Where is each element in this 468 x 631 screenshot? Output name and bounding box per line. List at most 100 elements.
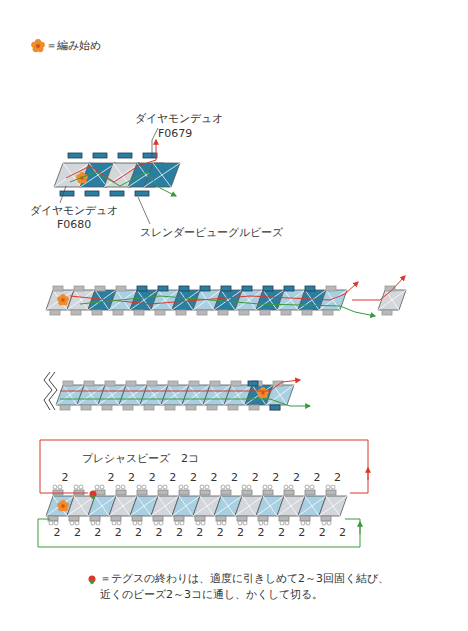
diamond-duo-bead: [144, 163, 180, 187]
bead-facet: [319, 496, 347, 516]
bugle-bead: [321, 516, 331, 521]
callout-number: 2: [297, 526, 306, 540]
bugle-bead: [179, 490, 189, 495]
callout-number: 2: [251, 471, 260, 485]
precious-bead: [268, 485, 272, 489]
precious-bead: [58, 485, 62, 489]
bugle-bead: [284, 286, 294, 291]
bugle-bead: [68, 153, 82, 158]
bugle-bead: [197, 310, 207, 315]
bugle-bead: [248, 381, 258, 386]
bugle-bead: [179, 286, 189, 291]
precious-bead: [301, 521, 305, 525]
precious-bead: [263, 485, 267, 489]
flower-center: [36, 44, 40, 48]
leader-line: [152, 128, 158, 140]
precious-bead: [100, 485, 104, 489]
bugle-bead: [95, 286, 105, 291]
bead-illustration: [31, 39, 406, 584]
bugle-bead: [263, 490, 273, 495]
callout-number: 2: [107, 471, 116, 485]
callout-number: 2: [277, 526, 286, 540]
precious-bead: [331, 485, 335, 489]
callout-number: 2: [195, 526, 204, 540]
precious-bead: [247, 485, 251, 489]
part-label: ダイヤモンデュオ: [30, 204, 118, 218]
callout-number: 2: [148, 471, 157, 485]
precious-bead: [79, 485, 83, 489]
bugle-bead: [382, 310, 392, 315]
precious-bead: [226, 485, 230, 489]
callout-number: 2: [210, 471, 219, 485]
callout-number: 2: [168, 471, 177, 485]
bugle-bead: [221, 286, 231, 291]
bugle-bead: [95, 490, 105, 495]
precious-bead: [217, 521, 221, 525]
flower-center: [61, 298, 65, 302]
bead-outline: [144, 163, 180, 187]
callout-number: 2: [271, 471, 280, 485]
precious-bead: [243, 521, 247, 525]
bead-outline: [378, 290, 406, 310]
callout-number: 2: [318, 526, 327, 540]
precious-bead: [222, 521, 226, 525]
bugle-bead: [237, 516, 247, 521]
thread-line: [38, 519, 360, 547]
callout-number: 2: [333, 471, 342, 485]
bugle-bead: [135, 191, 149, 196]
bugle-bead: [102, 405, 112, 410]
bugle-bead: [176, 310, 186, 315]
bugle-bead: [60, 191, 74, 196]
bugle-bead: [134, 310, 144, 315]
precious-bead: [305, 485, 309, 489]
precious-bead: [242, 485, 246, 489]
bugle-bead: [137, 286, 147, 291]
bugle-bead: [90, 516, 100, 521]
precious-bead: [117, 521, 121, 525]
bugle-bead: [118, 153, 132, 158]
thread-line: [49, 372, 57, 410]
callout-number: 2: [338, 526, 347, 540]
precious-bead: [196, 521, 200, 525]
bugle-bead: [221, 490, 231, 495]
bugle-bead: [326, 286, 336, 291]
thread-line: [80, 296, 375, 316]
bugle-bead: [123, 405, 133, 410]
callout-number: 2: [216, 526, 225, 540]
precious-bead: [133, 521, 137, 525]
callout-number: 2: [114, 526, 123, 540]
bugle-bead: [305, 490, 315, 495]
bugle-bead: [71, 310, 81, 315]
bugle-bead: [263, 286, 273, 291]
bugle-bead: [200, 286, 210, 291]
precious-bead: [137, 485, 141, 489]
callout-number: 2: [189, 471, 198, 485]
bugle-bead: [116, 286, 126, 291]
precious-bead: [327, 521, 331, 525]
bugle-bead: [207, 405, 217, 410]
precious-bead: [238, 521, 242, 525]
end-knot: [90, 580, 94, 584]
bugle-bead: [216, 516, 226, 521]
bugle-bead: [147, 381, 157, 386]
bugle-bead: [258, 516, 268, 521]
callout-number: 2: [93, 526, 102, 540]
precious-bead: [264, 521, 268, 525]
callout-number: 2: [61, 471, 70, 485]
callout-number: 2: [53, 526, 62, 540]
callout-number: 2: [236, 526, 245, 540]
bugle-bead: [144, 405, 154, 410]
precious-bead: [154, 521, 158, 525]
bugle-bead: [143, 153, 157, 158]
bugle-bead: [195, 516, 205, 521]
leader-line: [138, 197, 150, 224]
thread-line: [60, 399, 310, 406]
bugle-bead: [323, 310, 333, 315]
bead-facet: [378, 290, 406, 310]
bugle-bead: [74, 286, 84, 291]
bugle-bead: [85, 191, 99, 196]
bugle-bead: [165, 405, 175, 410]
bugle-bead: [155, 310, 165, 315]
